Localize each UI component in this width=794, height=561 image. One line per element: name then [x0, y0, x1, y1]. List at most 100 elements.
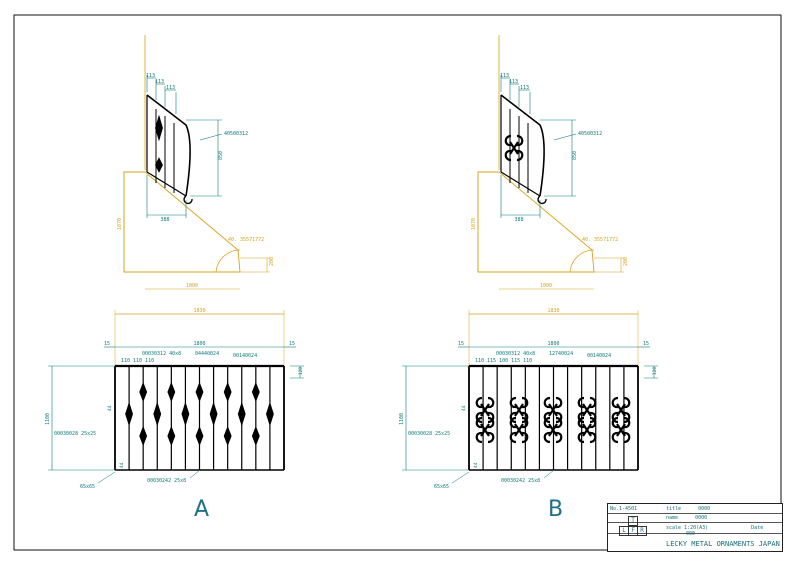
tick-label-2: 113 — [509, 79, 518, 85]
scroll-ornament — [577, 396, 597, 424]
baluster-diamond — [139, 425, 148, 447]
side-base-label: 388 — [514, 217, 523, 223]
part-label-2: 00140024 — [233, 353, 257, 359]
side-diamond — [155, 114, 163, 142]
leader — [97, 471, 116, 484]
scroll-panel-low — [577, 416, 597, 444]
baluster-diamond — [237, 401, 246, 427]
gap2-label: 44 — [119, 462, 125, 468]
baluster-diamond — [139, 381, 148, 403]
side-height-label: 850 — [572, 151, 578, 160]
baluster-diamond — [181, 401, 190, 427]
scroll-ornament — [611, 396, 631, 424]
title-block-no: 1-4501 — [619, 506, 638, 512]
rise-label: 200 — [623, 257, 629, 266]
rail-height-label: 120 — [298, 367, 304, 375]
view-b-label: B — [548, 497, 564, 522]
angle-label: 40. 35571772 — [228, 237, 264, 243]
baluster-diamond — [251, 425, 260, 447]
overall-label: 1830 — [547, 308, 559, 314]
bottom-rail-side — [146, 171, 187, 197]
title-block: No.1-4501 title 0000 name 0000 scale 1:2… — [607, 503, 783, 552]
baluster-diamond — [265, 401, 274, 427]
top-rail-label: 00030312 40x8 — [496, 351, 535, 357]
spacing-label: 110 115 100 115 110 — [475, 358, 532, 364]
gap-label: 44 — [107, 405, 113, 411]
base-post-label: 65x65 — [434, 484, 449, 490]
scroll-ornament — [475, 416, 495, 444]
rise-label: 200 — [269, 257, 275, 266]
handrail-side — [146, 94, 191, 197]
scroll-ornament — [577, 416, 597, 444]
leader — [553, 133, 577, 141]
tick-label-2: 113 — [155, 79, 164, 85]
tick-label-3: 113 — [166, 85, 175, 91]
rail-height-label: 120 — [652, 367, 658, 375]
end-right-label: 15 — [643, 341, 649, 347]
scroll-ornament — [509, 396, 529, 424]
scroll-ornament — [611, 416, 631, 444]
baluster-diamond — [195, 381, 204, 403]
baluster-diamond — [223, 381, 232, 403]
title-block-scale: 1:20(A3) — [684, 525, 709, 531]
spacing-label: 110 110 110 — [121, 358, 154, 364]
scroll-panel-low — [543, 416, 563, 444]
title-block-title: 0000 — [698, 506, 711, 512]
scroll-panel — [543, 396, 563, 424]
stair-height-label: 1070 — [471, 218, 477, 230]
scroll-panel — [475, 396, 495, 424]
angle-label: 40. 35571772 — [582, 237, 618, 243]
scroll-ornament — [504, 134, 524, 162]
top-rail-label: 00030312 40x8 — [142, 351, 181, 357]
baluster-diamond — [167, 425, 176, 447]
baluster-diamond — [153, 401, 162, 427]
tick-label-1: 113 — [500, 73, 509, 79]
span-label: 1800 — [547, 341, 559, 347]
foot-curl — [537, 195, 547, 205]
scroll-ornament — [475, 396, 495, 424]
scroll-panel — [611, 396, 631, 424]
stair-height-label: 1070 — [117, 218, 123, 230]
baluster-diamond — [125, 401, 134, 427]
leader — [189, 469, 201, 479]
run-label: 1000 — [540, 283, 552, 289]
run-label: 1000 — [186, 283, 198, 289]
title-block-date: 000 — [686, 531, 696, 537]
foot-curl — [183, 195, 193, 205]
scroll-panel-low — [475, 416, 495, 444]
baluster-diamond — [223, 425, 232, 447]
tick-label-3: 113 — [520, 85, 529, 91]
angle-arc — [215, 249, 241, 273]
title-box-r: R — [637, 526, 647, 536]
tick-label-1: 113 — [146, 73, 155, 79]
span-label: 1800 — [193, 341, 205, 347]
title-box-t: T — [628, 516, 638, 526]
side-scroll — [504, 134, 524, 162]
title-block-name: 0000 — [695, 515, 708, 521]
post-label: 00030028 25x25 — [408, 431, 450, 437]
bottom-rail-side — [500, 171, 541, 197]
gap-label: 44 — [461, 405, 467, 411]
scroll-ornament — [509, 416, 529, 444]
angle-arc — [569, 249, 595, 273]
baluster-diamond — [209, 401, 218, 427]
bottom-rail-label: 00030242 25x8 — [147, 478, 186, 484]
leader — [199, 133, 223, 141]
scroll-panel — [577, 396, 597, 424]
title-block-company: LECKY METAL ORNAMENTS JAPAN — [666, 540, 780, 548]
leader — [451, 471, 470, 484]
part-label-2: 00140024 — [587, 353, 611, 359]
leader — [543, 469, 555, 479]
title-block-date-label: Date — [751, 525, 764, 531]
baluster-diamond — [195, 425, 204, 447]
end-right-label: 15 — [289, 341, 295, 347]
scroll-ornament — [543, 416, 563, 444]
gap2-label: 44 — [473, 462, 479, 468]
end-left-label: 15 — [458, 341, 464, 347]
part-label-1: 12740024 — [549, 351, 573, 357]
bottom-rail-label: 00030242 25x8 — [501, 478, 540, 484]
baluster-diamond — [167, 381, 176, 403]
